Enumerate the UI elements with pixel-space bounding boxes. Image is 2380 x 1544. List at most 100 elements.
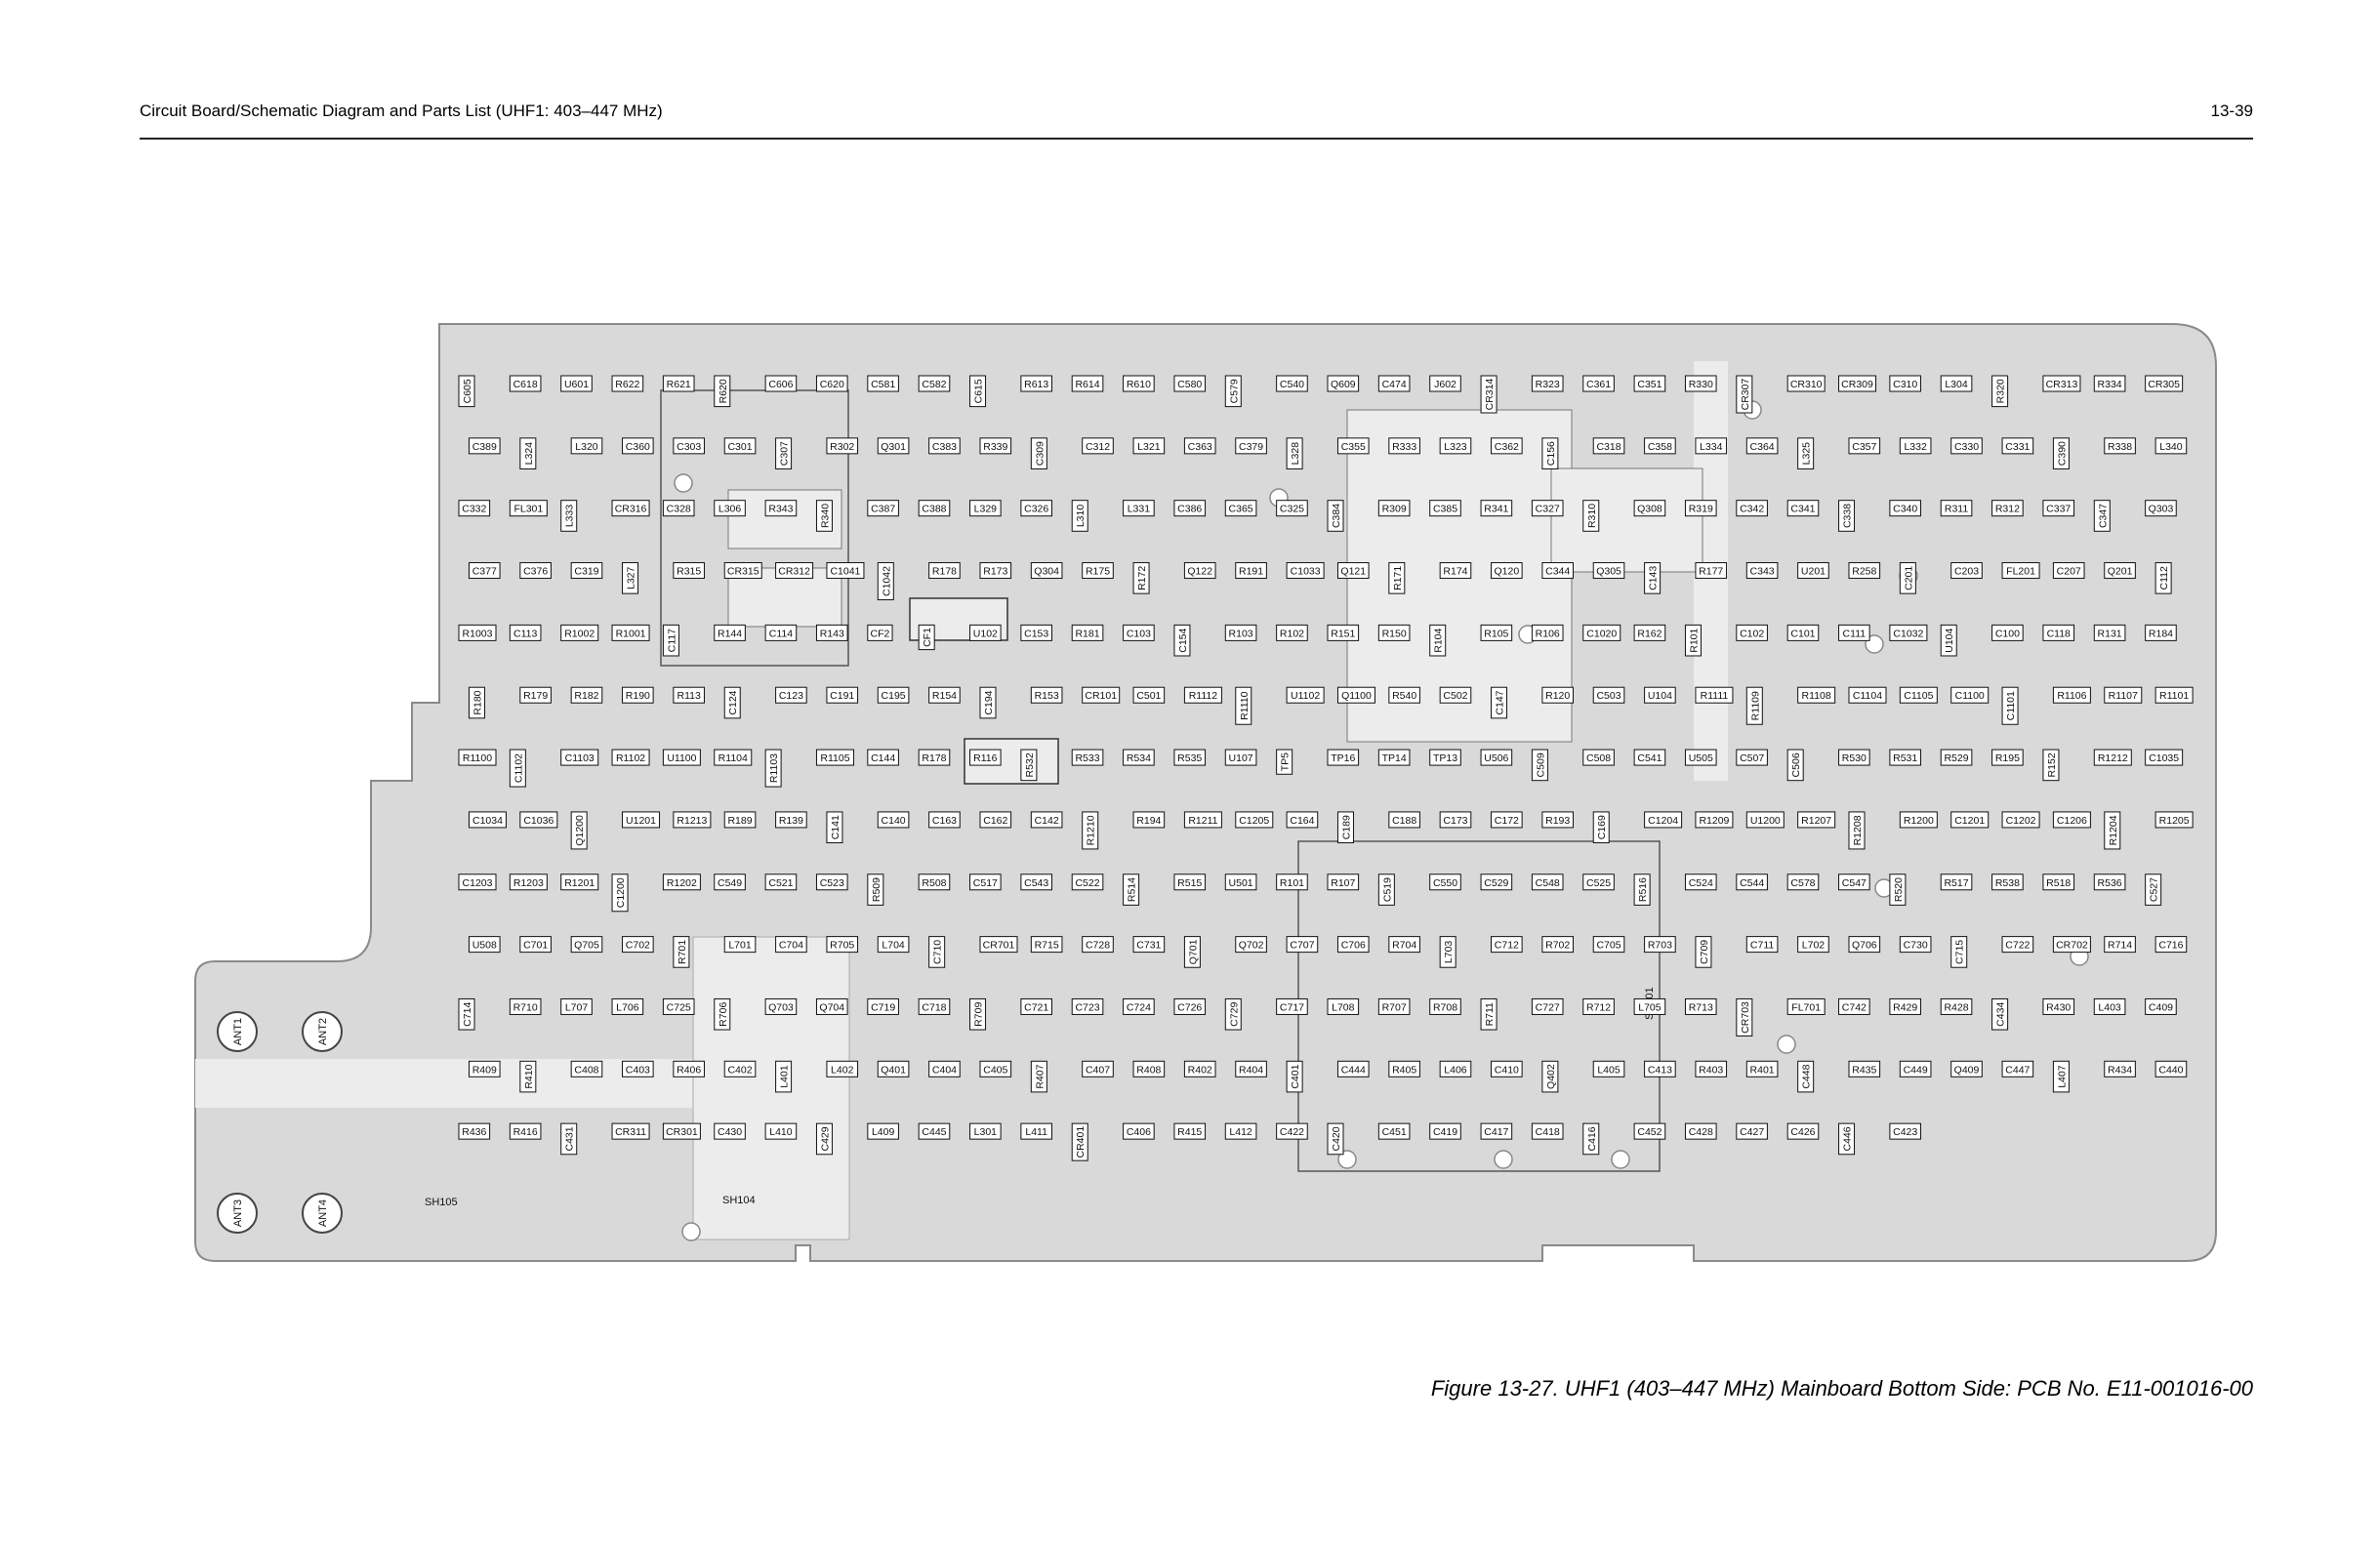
component-l401: L401 [775, 1060, 793, 1093]
component-r415: R415 [1173, 1122, 1207, 1140]
component-r172: R172 [1132, 562, 1150, 594]
component-ref: C1205 [1239, 815, 1269, 827]
component-ref: C508 [1586, 752, 1611, 764]
component-ref: R1003 [463, 628, 493, 639]
component-ref: C709 [1699, 940, 1710, 964]
component-ref: R517 [1944, 877, 1968, 889]
component-ref: C1035 [2149, 752, 2179, 764]
component-r179: R179 [519, 686, 552, 704]
component-ref: FL201 [2006, 566, 2035, 578]
component-ref: L401 [779, 1065, 791, 1088]
component-l329: L329 [969, 500, 1002, 517]
component-ref: CR314 [1484, 378, 1496, 410]
component-ref: CR401 [1075, 1126, 1087, 1158]
component-ref: R428 [1944, 1001, 1968, 1013]
component-ref: C101 [1790, 628, 1815, 639]
component-ref: C407 [1086, 1064, 1110, 1076]
component-ref: Q609 [1331, 379, 1356, 390]
component-r178: R178 [928, 562, 961, 580]
component-c307: C307 [775, 437, 793, 469]
component-c169: C169 [1592, 811, 1610, 844]
component-r1106: R1106 [2052, 686, 2091, 704]
component-r408: R408 [1132, 1060, 1166, 1077]
component-ref: CR312 [778, 566, 810, 578]
component-u104: U104 [1940, 624, 1957, 657]
component-c1206: C1206 [2052, 811, 2091, 829]
component-ref: C312 [1086, 441, 1110, 453]
component-c340: C340 [1889, 500, 1921, 517]
component-ref: R1100 [463, 752, 492, 764]
component-ref: R538 [1995, 877, 2020, 889]
component-ref: C162 [983, 815, 1007, 827]
component-ref: C1206 [2057, 815, 2087, 827]
component-ref: C550 [1433, 877, 1457, 889]
component-ref: R194 [1136, 815, 1161, 827]
component-ref: C581 [871, 379, 895, 390]
component-r705: R705 [826, 936, 859, 954]
component-r1104: R1104 [714, 749, 753, 766]
component-c1035: C1035 [2145, 749, 2184, 766]
component-r195: R195 [1991, 749, 2024, 766]
component-u102: U102 [969, 624, 1002, 641]
component-ref: C549 [718, 877, 742, 889]
component-c389: C389 [468, 437, 501, 455]
component-c390: C390 [2052, 437, 2070, 469]
component-r430: R430 [2042, 997, 2075, 1015]
component-c474: C474 [1377, 375, 1411, 392]
component-ref: C522 [1075, 877, 1099, 889]
component-u1200: U1200 [1745, 811, 1785, 829]
component-c416: C416 [1582, 1122, 1600, 1156]
component-ref: C362 [1495, 441, 1519, 453]
antenna-pad-ant1: ANT1 [217, 1011, 258, 1052]
component-ref: C1042 [881, 566, 892, 596]
component-ref: C452 [1637, 1126, 1662, 1138]
component-ref: C327 [1536, 504, 1560, 515]
component-c519: C519 [1377, 874, 1395, 906]
component-ref: C701 [523, 940, 548, 952]
component-ref: C1020 [1586, 628, 1617, 639]
component-c163: C163 [928, 811, 961, 829]
component-ref: CF1 [922, 628, 933, 647]
component-c726: C726 [1173, 997, 1207, 1015]
component-tp14: TP14 [1377, 749, 1411, 766]
component-c355: C355 [1336, 437, 1370, 455]
component-ref: C408 [574, 1064, 598, 1076]
component-r191: R191 [1235, 562, 1267, 580]
component-ref: CR301 [666, 1126, 698, 1138]
component-r338: R338 [2104, 437, 2136, 455]
component-c430: C430 [714, 1122, 746, 1140]
component-c540: C540 [1276, 375, 1308, 392]
component-r311: R311 [1940, 500, 1973, 517]
component-ref: C163 [932, 815, 957, 827]
component-c203: C203 [1950, 562, 1983, 580]
component-l409: L409 [867, 1122, 899, 1140]
component-ref: C706 [1341, 940, 1366, 952]
component-ref: R311 [1945, 504, 1968, 515]
component-fl201: FL201 [2001, 562, 2040, 580]
component-ref: R403 [1699, 1064, 1723, 1076]
component-ref: R173 [983, 566, 1007, 578]
component-ref: R436 [462, 1126, 486, 1138]
component-q120: Q120 [1491, 562, 1523, 580]
antenna-label: ANT1 [232, 1018, 244, 1045]
component-ref: C724 [1127, 1001, 1151, 1013]
component-ref: C156 [1545, 441, 1557, 466]
component-c351: C351 [1633, 375, 1666, 392]
component-r710: R710 [509, 997, 542, 1015]
component-r428: R428 [1940, 997, 1973, 1015]
component-q122: Q122 [1183, 562, 1216, 580]
component-c544: C544 [1736, 874, 1768, 891]
component-ref: C419 [1433, 1126, 1457, 1138]
component-r517: R517 [1940, 874, 1973, 891]
pcb-outline [194, 323, 2217, 1262]
component-ref: C188 [1392, 815, 1416, 827]
component-ref: R310 [1586, 504, 1598, 528]
component-ref: R104 [1433, 628, 1445, 652]
component-r1203: R1203 [509, 874, 548, 891]
component-ref: R319 [1689, 504, 1713, 515]
component-r1201: R1201 [560, 874, 599, 891]
component-ref: R184 [2149, 628, 2173, 639]
component-ref: R1108 [1802, 690, 1831, 702]
component-cf1: CF1 [918, 624, 935, 651]
